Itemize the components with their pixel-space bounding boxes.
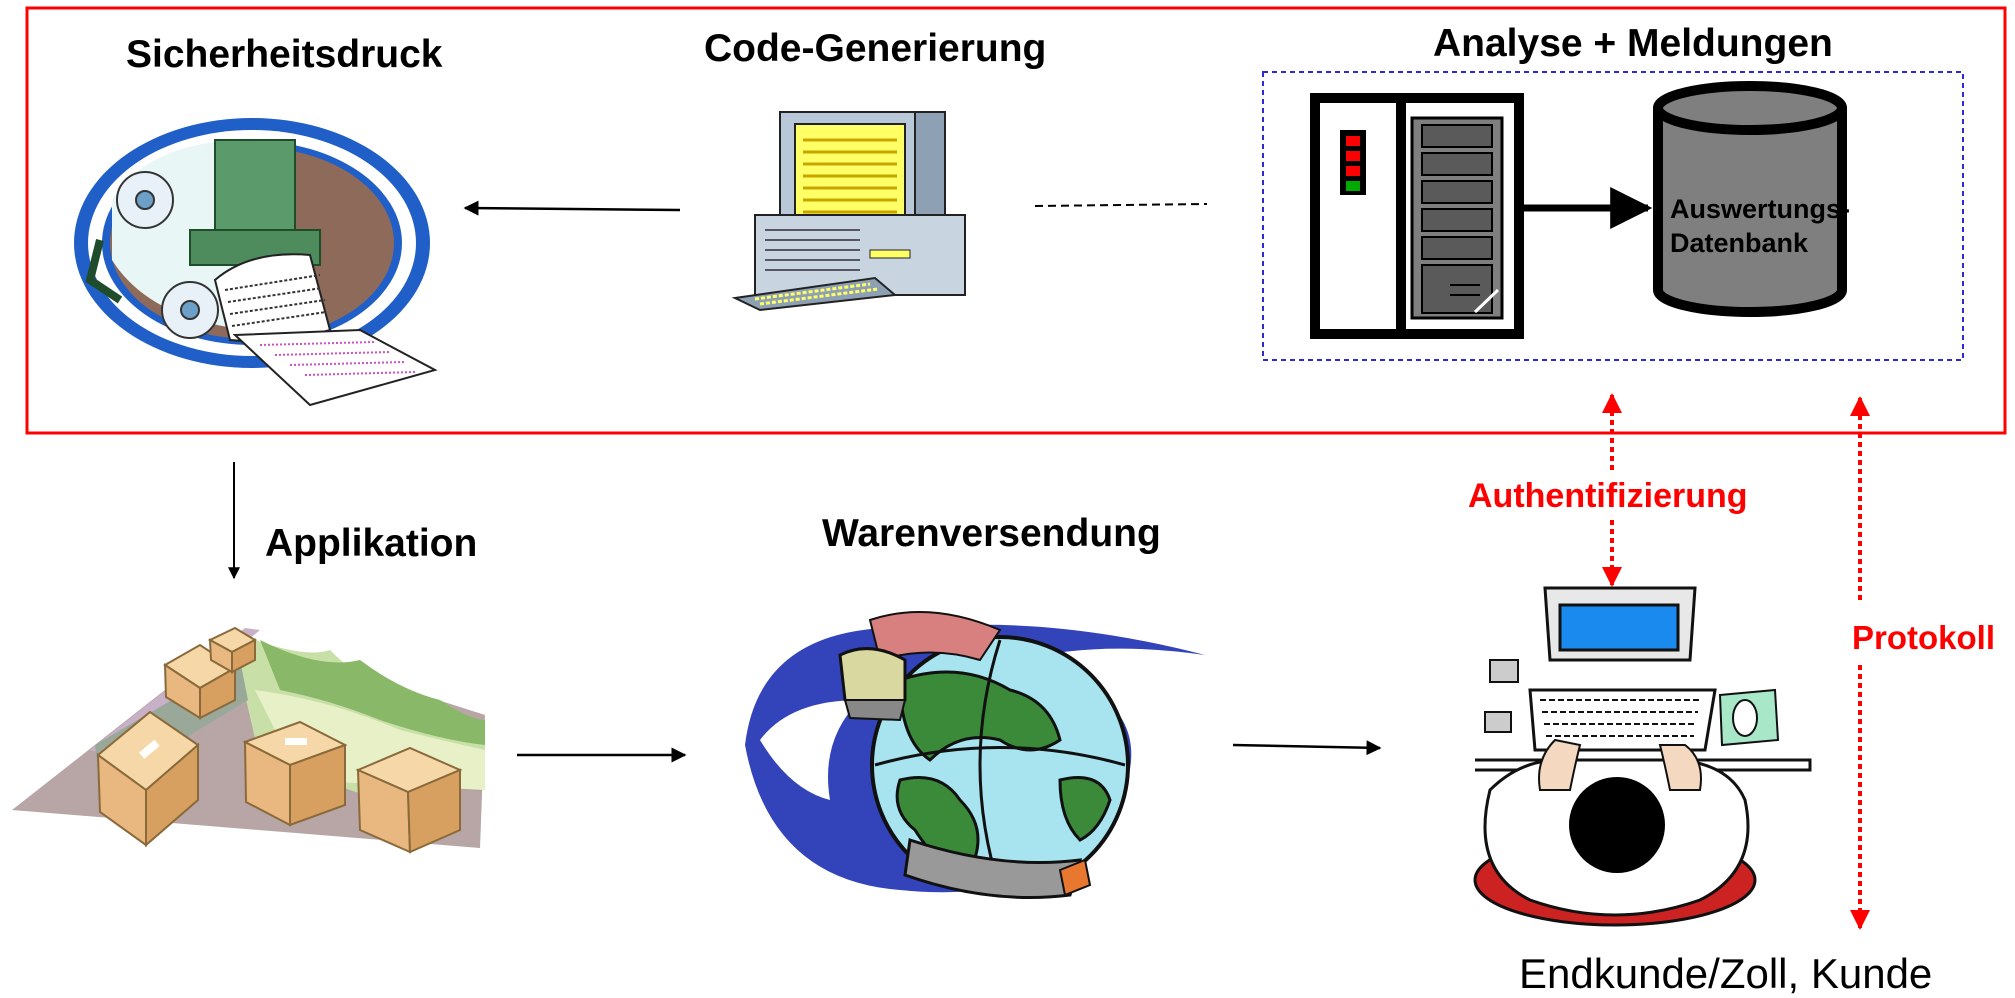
connector-code-to-analysis	[1034, 203, 1208, 207]
printing-press-icon	[74, 118, 438, 407]
server-icon	[1310, 93, 1524, 339]
arrow-shipping-to-customer	[1232, 740, 1382, 756]
label-database: Auswertungs- Datenbank	[1670, 194, 1851, 258]
label-shipping: Warenversendung	[822, 512, 1161, 555]
label-authentication: Authentifizierung	[1468, 477, 1748, 515]
label-end-customer: Endkunde/Zoll, Kunde	[1519, 950, 1933, 997]
label-code-generation: Code-Generierung	[704, 27, 1047, 70]
boxes-conveyor-icon	[12, 626, 485, 854]
arrow-code-to-print	[463, 200, 681, 216]
globe-shipping-icon	[745, 611, 1205, 899]
label-security-print: Sicherheitsdruck	[126, 33, 443, 76]
label-application: Applikation	[265, 522, 478, 565]
computer-icon	[731, 111, 966, 312]
system-frame	[25, 6, 2007, 435]
database-icon	[1653, 81, 1847, 317]
customer-workstation-icon	[1473, 586, 1812, 927]
analysis-box	[1262, 71, 1964, 361]
label-protocol: Protokoll	[1852, 619, 1996, 656]
label-analysis: Analyse + Meldungen	[1433, 22, 1833, 65]
